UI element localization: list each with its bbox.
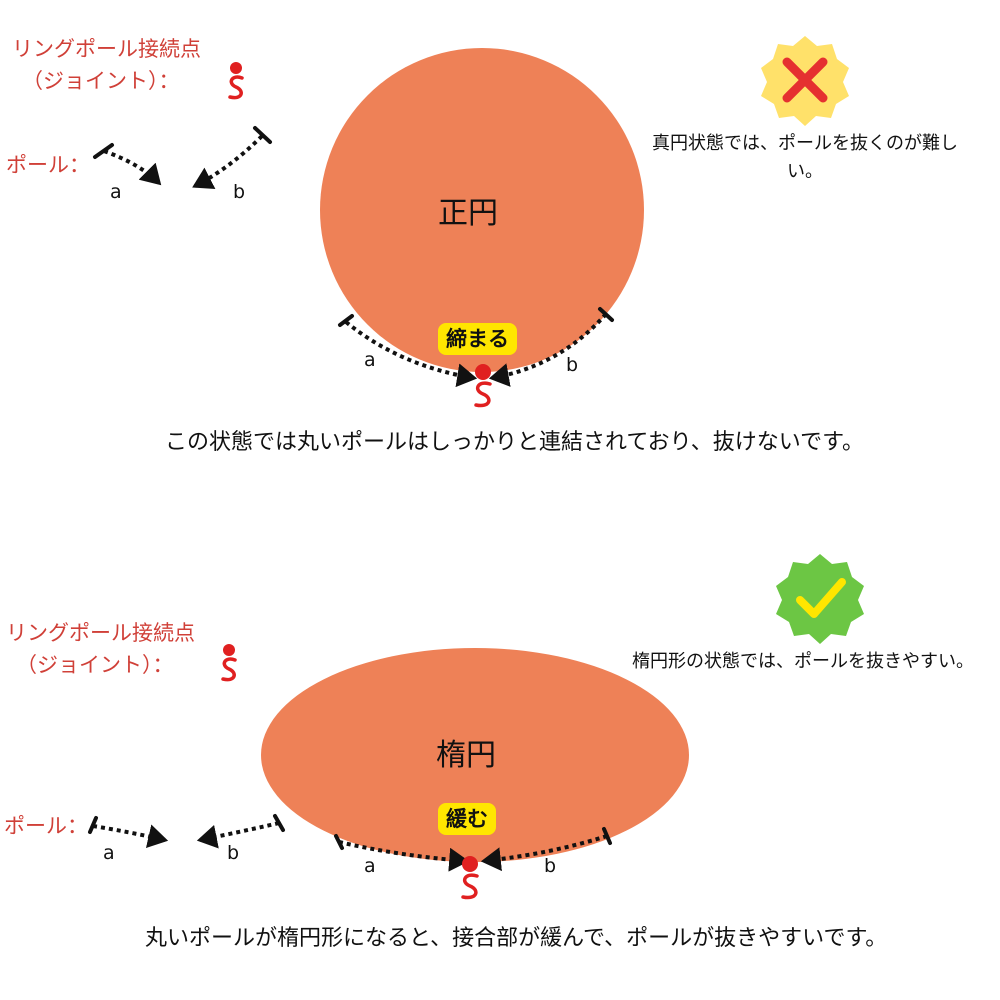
legend-pole-b: [192, 126, 272, 189]
legend-pole-a: [88, 816, 169, 848]
verdict-note: 楕円形の状態では、ポールを抜きやすい。: [632, 651, 974, 672]
legend-joint: リングポール接続点 （ジョイント）：: [6, 618, 195, 681]
arc-b-label: b: [566, 354, 579, 376]
shape-label: 正円: [438, 196, 498, 231]
legend-pole-b: [196, 814, 285, 849]
legend-b-label: b: [227, 842, 240, 864]
arc-b-label: b: [544, 855, 557, 877]
circle-arc-b: [488, 307, 614, 387]
legend-a-label: a: [110, 181, 122, 203]
check-badge: [776, 554, 864, 644]
arc-a-label: a: [364, 855, 376, 877]
legend-pole-label: ポール：: [6, 153, 90, 177]
x-mark-icon: [782, 57, 828, 103]
ellipse-joint-icon: [461, 856, 479, 900]
legend-joint-subtitle: （ジョイント）：: [16, 652, 174, 677]
ellipse-arc-b: [480, 827, 612, 872]
legend-a-label: a: [103, 842, 115, 864]
loosens-badge: 緩む: [438, 803, 496, 836]
shape-label: 楕円: [436, 738, 496, 773]
circle-shape: [320, 48, 644, 372]
x-badge: [761, 36, 849, 126]
verdict-note: 真円状態では、ポールを抜くのが難しい。: [652, 133, 958, 182]
legend-joint: リングポール接続点 （ジョイント）：: [12, 34, 201, 97]
legend-joint-subtitle: （ジョイント）：: [22, 68, 180, 93]
caption: 丸いポールが楕円形になると、接合部が緩んで、ポールが抜きやすいです。: [145, 926, 888, 951]
legend-b-label: b: [233, 181, 246, 203]
ellipse-arc-a: [334, 834, 470, 872]
legend-pole-label: ポール：: [4, 814, 88, 838]
check-mark-icon: [796, 578, 846, 618]
legend-joint-title: リングポール接続点: [6, 621, 195, 645]
caption: この状態では丸いポールはしっかりと連結されており、抜けないです。: [165, 430, 864, 455]
tightens-badge: 締まる: [438, 323, 517, 356]
legend-joint-title: リングポール接続点: [12, 37, 201, 61]
arc-a-label: a: [364, 349, 376, 371]
joint-icon: [221, 644, 237, 682]
circle-joint-icon: [474, 364, 492, 408]
ellipse-shape: [261, 648, 689, 862]
joint-icon: [228, 62, 244, 100]
circle-arc-a: [338, 314, 478, 388]
legend-pole-a: [93, 143, 162, 186]
